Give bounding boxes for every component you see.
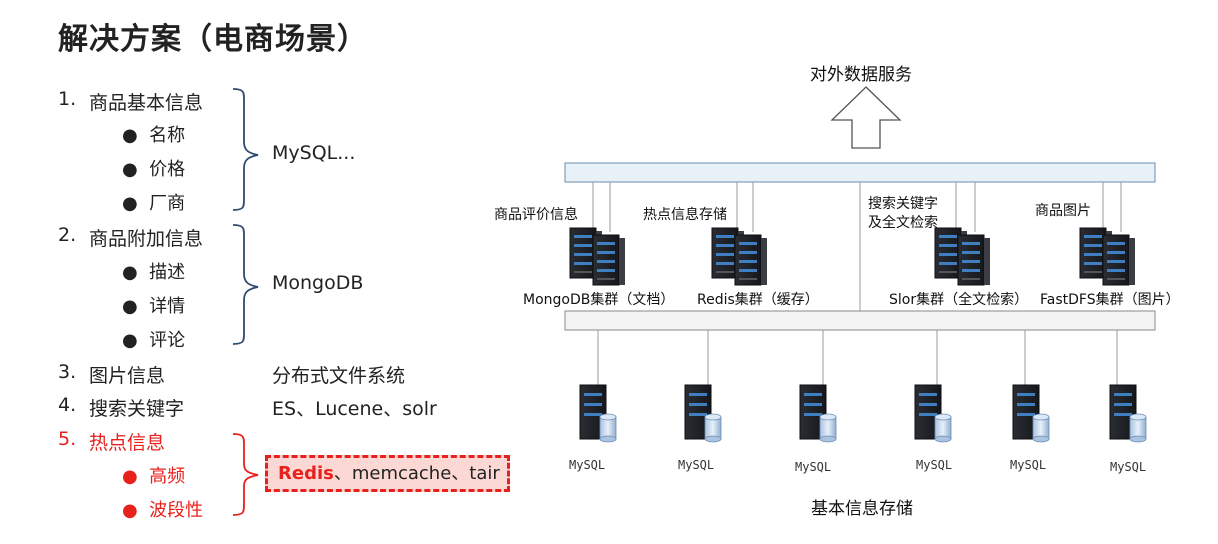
item-label: 商品附加信息 xyxy=(89,228,204,250)
top-service-label: 对外数据服务 xyxy=(810,65,912,85)
mysql-label: MySQL xyxy=(678,458,715,472)
mysql-node-icon xyxy=(1012,384,1050,443)
mysql-node-icon xyxy=(579,384,617,443)
item-number: 5. xyxy=(58,428,77,450)
mysql-label: MySQL xyxy=(1110,460,1147,474)
redis-rest-label: 、memcache、tair xyxy=(333,463,500,484)
item-label: 热点信息 xyxy=(89,432,166,454)
brace-group-2 xyxy=(232,224,259,345)
cluster-name: MongoDB集群（文档） xyxy=(523,292,675,308)
bullet-item: ● 评论 xyxy=(122,330,186,351)
mysql-label: MySQL xyxy=(1010,458,1047,472)
bottom-storage-label: 基本信息存储 xyxy=(811,499,913,519)
cluster-caption: 商品图片 xyxy=(1035,203,1091,219)
redis-highlight-box: Redis、memcache、tair xyxy=(265,455,510,492)
mongodb-cluster-icon xyxy=(569,227,626,286)
top-service-bar xyxy=(564,162,1156,183)
tech-label: MySQL... xyxy=(272,142,356,164)
bullet-item: ● 描述 xyxy=(122,262,186,283)
connector-lines-top xyxy=(592,182,1122,311)
redis-bold-label: Redis xyxy=(278,463,334,484)
redis-cluster-icon xyxy=(711,227,768,286)
item-label: 图片信息 xyxy=(89,365,166,387)
item-number: 2. xyxy=(58,224,77,246)
item-number: 4. xyxy=(58,394,77,416)
cluster-name: Slor集群（全文检索） xyxy=(889,292,1029,308)
middle-service-bar xyxy=(564,310,1156,331)
mysql-node-icon xyxy=(684,384,722,443)
solr-cluster-icon xyxy=(934,227,991,286)
item-label: 商品基本信息 xyxy=(89,92,204,114)
cluster-caption: 商品评价信息 xyxy=(494,207,578,223)
cluster-caption: 及全文检索 xyxy=(868,215,938,231)
up-arrow-icon xyxy=(830,86,902,149)
brace-group-1 xyxy=(232,88,259,211)
bullet-item: ● 高频 xyxy=(122,466,186,487)
brace-group-5 xyxy=(232,433,259,516)
bullet-item: ● 名称 xyxy=(122,125,186,146)
connector-lines-bottom xyxy=(597,330,1118,385)
bullet-item: ● 详情 xyxy=(122,296,186,317)
mysql-node-icon xyxy=(914,384,952,443)
bullet-item: ● 波段性 xyxy=(122,500,204,521)
fastdfs-cluster-icon xyxy=(1079,227,1136,286)
mysql-node-icon xyxy=(1109,384,1147,443)
page-title: 解决方案（电商场景） xyxy=(58,22,368,57)
cluster-name: Redis集群（缓存） xyxy=(697,292,819,308)
item-number: 1. xyxy=(58,88,77,110)
mysql-node-icon xyxy=(799,384,837,443)
mysql-label: MySQL xyxy=(916,458,953,472)
mysql-label: MySQL xyxy=(569,458,606,472)
tech-label: ES、Lucene、solr xyxy=(272,398,437,420)
tech-label: MongoDB xyxy=(272,272,364,294)
item-label: 搜索关键字 xyxy=(89,398,185,420)
tech-label: 分布式文件系统 xyxy=(272,365,406,387)
bullet-item: ● 厂商 xyxy=(122,193,186,214)
item-number: 3. xyxy=(58,361,77,383)
mysql-label: MySQL xyxy=(795,460,832,474)
bullet-item: ● 价格 xyxy=(122,159,186,180)
cluster-name: FastDFS集群（图片） xyxy=(1040,292,1180,308)
cluster-caption: 搜索关键字 xyxy=(868,196,938,212)
cluster-caption: 热点信息存储 xyxy=(643,207,727,223)
